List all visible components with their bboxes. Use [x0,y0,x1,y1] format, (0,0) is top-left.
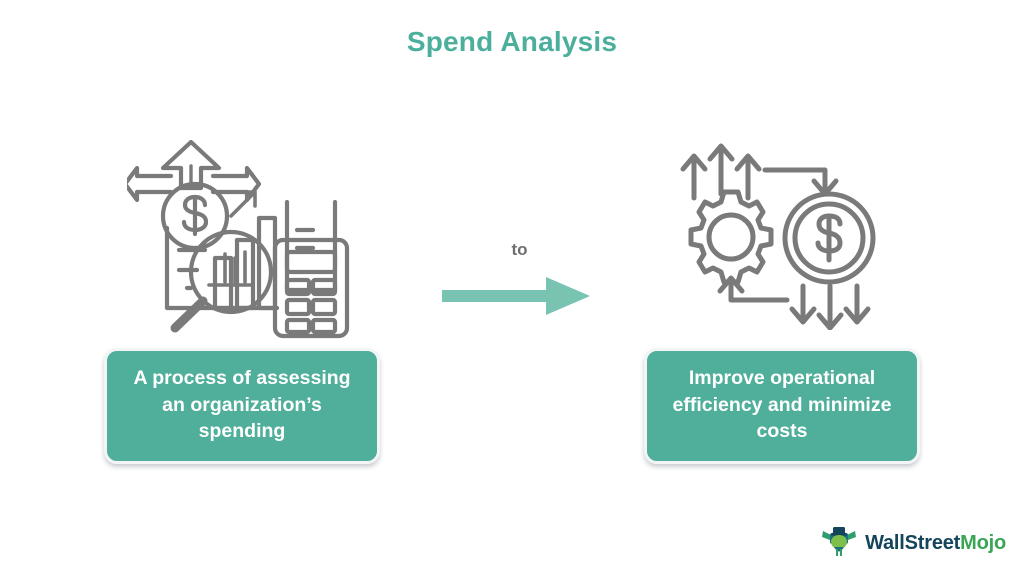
page-title: Spend Analysis [406,26,618,57]
spend-analysis-illustration-svg [127,140,350,339]
down-arrow [789,283,817,325]
spend-analysis-illustration [92,140,392,345]
right-panel: Improve operational efficiency and minim… [632,140,932,470]
cycle-arrow-right-down [762,167,839,197]
dollar-coin [160,181,230,251]
down-arrows-group [789,283,871,330]
left-callout-box: A process of assessing an organization’s… [104,348,380,464]
brand-wordmark: WallStreetMojo [865,532,1006,555]
gear [688,189,774,285]
connector: to [432,240,607,320]
brand-wordmark-primary: WallStreet [865,532,961,554]
dollar-coin [782,191,876,285]
connector-label: to [511,240,528,259]
diagonal-arrow [229,190,257,218]
brand-logo[interactable]: WallStreetMojo [821,525,1006,562]
magnifying-glass-with-bar-chart [170,229,274,333]
up-arrow [734,153,762,201]
up-arrow [680,153,708,201]
brand-wordmark-secondary: Mojo [960,532,1006,554]
cycle-arrow-left-up [717,275,790,303]
wallstreetmojo-bull-icon-svg [822,527,857,556]
right-callout-box: Improve operational efficiency and minim… [644,348,920,464]
operational-efficiency-illustration-svg [680,143,876,330]
up-arrow [707,143,735,197]
left-panel: A process of assessing an organization’s… [92,140,392,470]
operational-efficiency-illustration [632,140,932,345]
up-arrows-group [680,143,762,201]
right-arrow-svg [442,277,590,315]
wallstreetmojo-bull-icon [821,525,857,562]
calculator [272,237,350,339]
left-arrow [127,165,174,203]
down-arrow [843,283,871,325]
down-arrow [816,283,844,330]
right-arrow-icon [442,276,592,321]
